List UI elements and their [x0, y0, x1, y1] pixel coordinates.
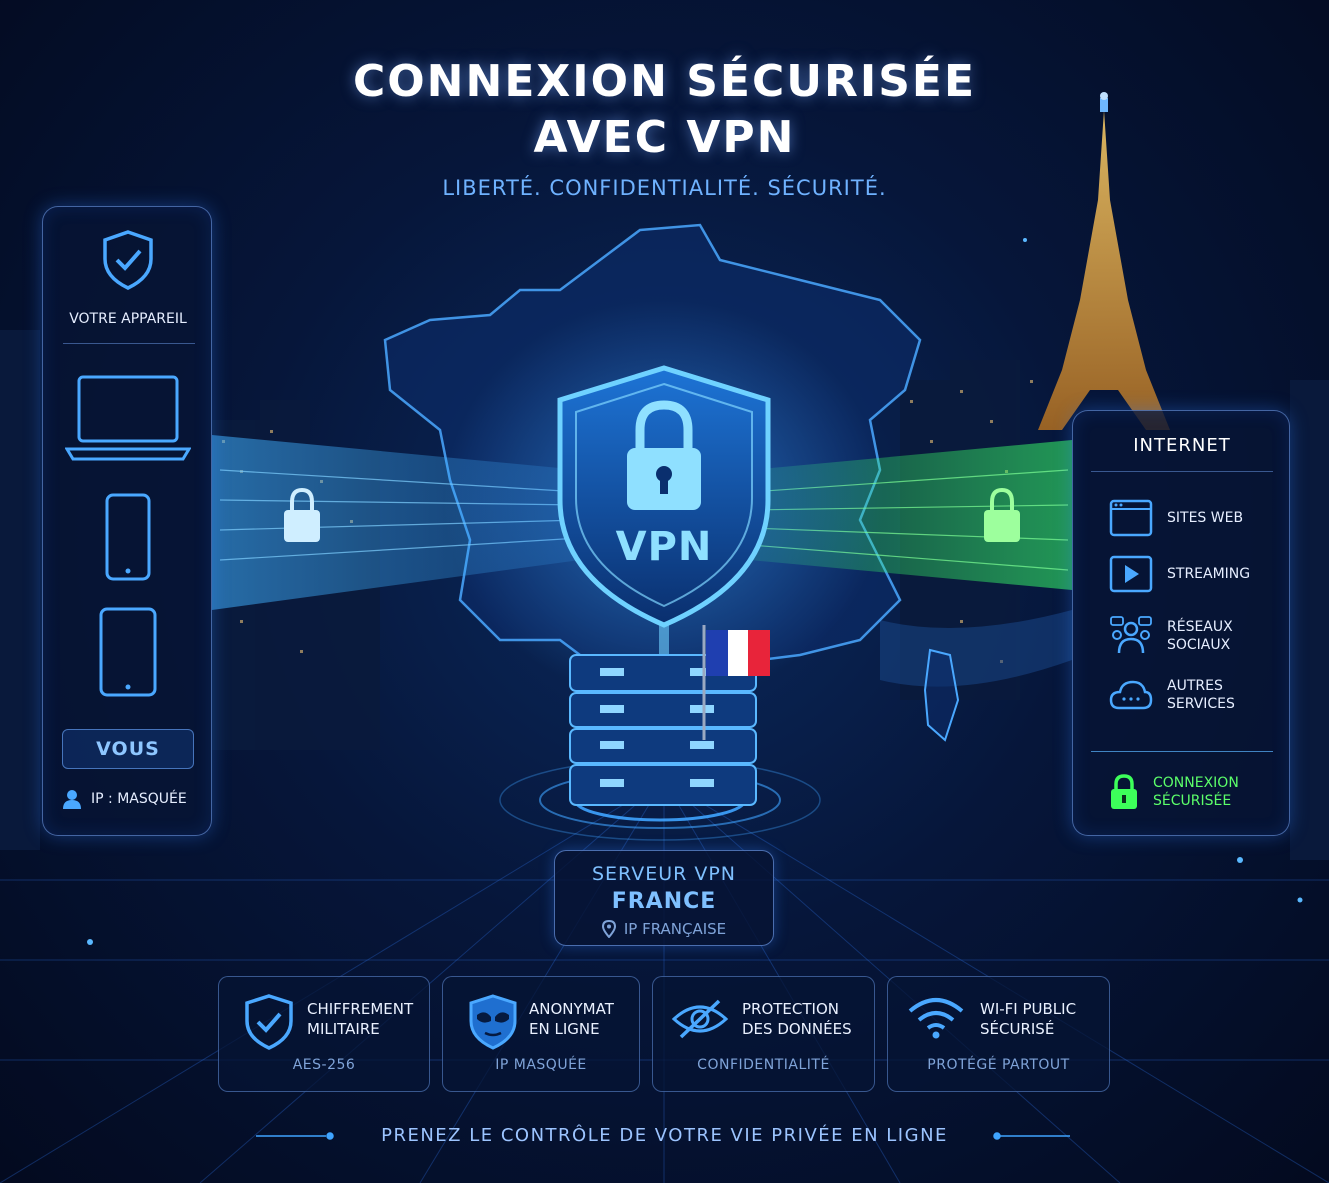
- page-title-line-2: AVEC VPN: [533, 112, 796, 163]
- eiffel-tower: [1038, 92, 1170, 430]
- shield-check-icon: [245, 994, 293, 1050]
- feature-card-public-wifi: WI-FI PUBLIC SÉCURISÉ PROTÉGÉ PARTOUT: [887, 976, 1110, 1092]
- wifi-icon: [908, 998, 964, 1039]
- location-pin-icon: [601, 920, 616, 938]
- cloud-icon: [1109, 680, 1153, 710]
- vpn-server-label: SERVEUR VPN FRANCE IP FRANÇAISE: [554, 850, 774, 946]
- feature-card-anonymity: ANONYMAT EN LIGNE IP MASQUÉE: [442, 976, 640, 1092]
- service-label-line-2: SERVICES: [1167, 696, 1235, 712]
- secure-label-line-2: SÉCURISÉE: [1153, 793, 1232, 809]
- server-label-line-1: SERVEUR VPN: [591, 863, 737, 885]
- service-label: STREAMING: [1167, 566, 1251, 582]
- server-ip: IP FRANÇAISE: [555, 920, 773, 938]
- divider: [1091, 471, 1273, 472]
- eye-slash-icon: [671, 999, 729, 1039]
- secure-connection-label: CONNEXION SÉCURISÉE: [1153, 774, 1239, 810]
- device-panel: VOTRE APPAREIL VOUS IP : MASQUÉE: [42, 206, 212, 836]
- device-panel-label: VOTRE APPAREIL: [69, 311, 187, 327]
- ip-status: IP : MASQUÉE: [63, 789, 187, 809]
- feature-title-line-1: CHIFFREMENT: [307, 1000, 414, 1018]
- lock-icon-right: [984, 487, 1020, 542]
- internet-panel: INTERNET SITES WEB STREAMING RÉSEAUX SOC…: [1072, 410, 1290, 836]
- divider: [1091, 751, 1273, 752]
- page-subtitle: LIBERTÉ. CONFIDENTIALITÉ. SÉCURITÉ.: [442, 176, 887, 200]
- corsica-island: [923, 648, 960, 742]
- service-item-streaming[interactable]: STREAMING: [1109, 555, 1250, 593]
- green-lock-icon: [1111, 774, 1137, 809]
- feature-title-line-2: MILITAIRE: [307, 1020, 380, 1038]
- feature-title: PROTECTION DES DONNÉES: [742, 999, 852, 1039]
- service-label-line-1: AUTRES: [1167, 678, 1223, 694]
- feature-title-line-1: ANONYMAT: [529, 1000, 614, 1018]
- internet-panel-title: INTERNET: [1133, 435, 1231, 456]
- service-label: SITES WEB: [1167, 510, 1244, 526]
- smartphone-icon: [105, 493, 151, 581]
- laptop-icon: [65, 375, 191, 461]
- vpn-server-stack: [569, 654, 757, 806]
- feature-card-encryption: CHIFFREMENT MILITAIRE AES-256: [218, 976, 430, 1092]
- service-item-other[interactable]: AUTRES SERVICES: [1109, 677, 1235, 713]
- feature-title-line-1: PROTECTION: [742, 1000, 840, 1018]
- feature-title-line-2: DES DONNÉES: [742, 1020, 852, 1038]
- french-flag: [702, 625, 770, 740]
- sparkle-dots: [87, 238, 1303, 945]
- shield-check-icon: [103, 230, 153, 290]
- feature-subtitle: PROTÉGÉ PARTOUT: [927, 1057, 1070, 1073]
- feature-title: CHIFFREMENT MILITAIRE: [307, 999, 413, 1039]
- lock-icon-left: [284, 487, 320, 542]
- server-ip-text: IP FRANÇAISE: [623, 920, 727, 938]
- people-chat-icon: [1110, 616, 1152, 654]
- service-label: RÉSEAUX SOCIAUX: [1167, 618, 1233, 654]
- mask-icon: [469, 994, 517, 1050]
- feature-subtitle: AES-256: [292, 1057, 356, 1073]
- vpn-shield-label: VPN: [615, 524, 713, 570]
- divider: [63, 343, 195, 344]
- feature-title: ANONYMAT EN LIGNE: [529, 999, 614, 1039]
- browser-window-icon: [1109, 499, 1153, 537]
- feature-card-data-protection: PROTECTION DES DONNÉES CONFIDENTIALITÉ: [652, 976, 875, 1092]
- feature-title-line-2: EN LIGNE: [529, 1020, 600, 1038]
- service-item-social[interactable]: RÉSEAUX SOCIAUX: [1109, 615, 1233, 657]
- service-label-line-2: SOCIAUX: [1167, 637, 1231, 653]
- ip-status-text: IP : MASQUÉE: [91, 791, 187, 807]
- footer-tagline: PRENEZ LE CONTRÔLE DE VOTRE VIE PRIVÉE E…: [381, 1125, 948, 1146]
- feature-subtitle: IP MASQUÉE: [495, 1057, 587, 1073]
- user-icon: [63, 790, 81, 809]
- service-item-websites[interactable]: SITES WEB: [1109, 499, 1243, 537]
- server-country: FRANCE: [611, 889, 717, 914]
- service-label-line-1: RÉSEAUX: [1167, 619, 1233, 635]
- feature-title-line-2: SÉCURISÉ: [980, 1020, 1055, 1038]
- page-title-line-1: CONNEXION SÉCURISÉE: [352, 56, 977, 107]
- play-icon: [1109, 555, 1153, 593]
- tablet-icon: [99, 607, 157, 697]
- secure-label-line-1: CONNEXION: [1153, 775, 1239, 791]
- padlock-icon: [627, 400, 701, 510]
- feature-subtitle: CONFIDENTIALITÉ: [697, 1057, 830, 1073]
- user-label: VOUS: [62, 729, 194, 769]
- footer-decoration: [256, 1132, 1070, 1140]
- service-label: AUTRES SERVICES: [1167, 677, 1235, 713]
- feature-title: WI-FI PUBLIC SÉCURISÉ: [980, 999, 1076, 1039]
- feature-title-line-1: WI-FI PUBLIC: [980, 1000, 1077, 1018]
- secure-connection-status: CONNEXION SÉCURISÉE: [1109, 773, 1239, 811]
